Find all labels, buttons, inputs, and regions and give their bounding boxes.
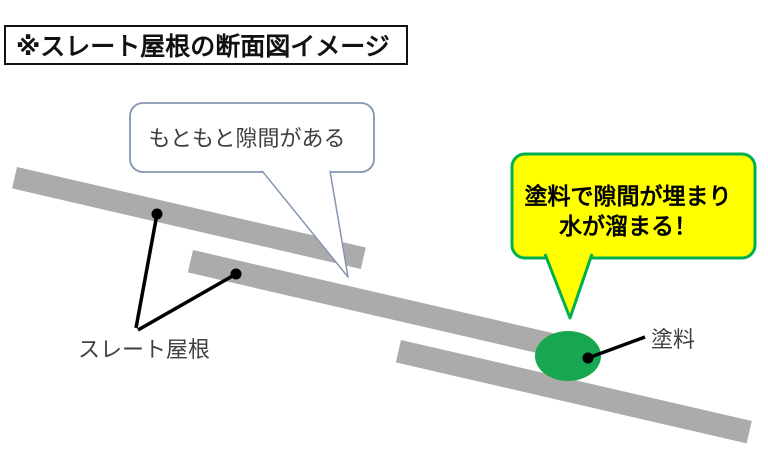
slate-panel-bottom [395,340,752,444]
slate-roof-panels [12,167,752,444]
page-title: ※スレート屋根の断面図イメージ [16,32,390,61]
gap-callout-bubble: もともと隙間がある [129,102,375,278]
slate-panel-middle [187,250,554,356]
paint-leader-line [587,335,646,360]
slate-leader-line-1 [134,213,159,329]
paint-leader-line-group [582,335,646,364]
paint-label: 塗料 [651,328,695,353]
paint-callout-bubble: 塗料で隙間が埋まり 水が溜まる！ [510,152,757,320]
title-box-frame [4,25,408,65]
slate-panel-top [12,167,366,269]
gap-callout-tail [261,170,349,278]
paint-callout-text-line2: 水が溜まる！ [559,213,697,240]
gap-callout-body [129,102,375,173]
slate-leader-dot-2 [230,268,242,280]
slate-roof-leader-lines [134,208,242,332]
title-box: ※スレート屋根の断面図イメージ [4,25,408,65]
paint-callout-body [510,152,757,260]
slate-roof-label: スレート屋根 [78,338,210,363]
slate-leader-line-2 [137,272,237,332]
paint-leader-dot [582,352,594,364]
gap-callout-text: もともと隙間がある [148,127,345,152]
paint-callout-text-line1: 塗料で隙間が埋まり [525,183,732,210]
paint-blob [535,331,601,381]
slate-leader-dot-1 [151,208,163,220]
paint-callout-tail [543,253,594,320]
